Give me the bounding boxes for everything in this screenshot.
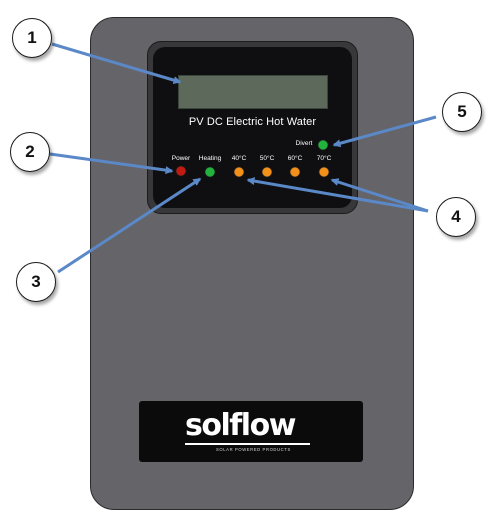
temp-60-label: 60°C <box>287 155 303 162</box>
callout-5: 5 <box>442 92 482 132</box>
arrow-1 <box>51 42 182 84</box>
arrow-4a <box>246 177 429 213</box>
brand-tagline: SOLAR POWERED PRODUCTS <box>216 447 291 452</box>
logo-underline <box>185 443 310 445</box>
power-label: Power <box>171 155 191 162</box>
temp-50-label: 50°C <box>259 155 275 162</box>
arrow-5 <box>332 115 437 148</box>
arrow-4b <box>330 178 429 213</box>
lcd-display <box>178 75 328 109</box>
callout-3: 3 <box>16 262 56 302</box>
divert-label: Divert <box>295 140 313 147</box>
callout-2: 2 <box>10 132 50 172</box>
temp-60-led <box>290 167 300 177</box>
divert-led <box>318 140 328 150</box>
callout-4: 4 <box>436 197 476 237</box>
heating-led <box>205 167 215 177</box>
brand-wordmark: solflow <box>185 408 296 443</box>
panel-title: PV DC Electric Hot Water <box>188 116 317 128</box>
logo-plate <box>139 401 363 462</box>
arrow-3 <box>57 177 202 274</box>
temp-40-label: 40°C <box>231 155 247 162</box>
temp-50-led <box>262 167 272 177</box>
temp-40-led <box>234 167 244 177</box>
heating-label: Heating <box>198 155 222 162</box>
temp-70-led <box>319 167 329 177</box>
temp-70-label: 70°C <box>316 155 332 162</box>
power-led <box>176 166 186 176</box>
arrow-2 <box>49 152 174 175</box>
callout-1: 1 <box>12 18 52 58</box>
